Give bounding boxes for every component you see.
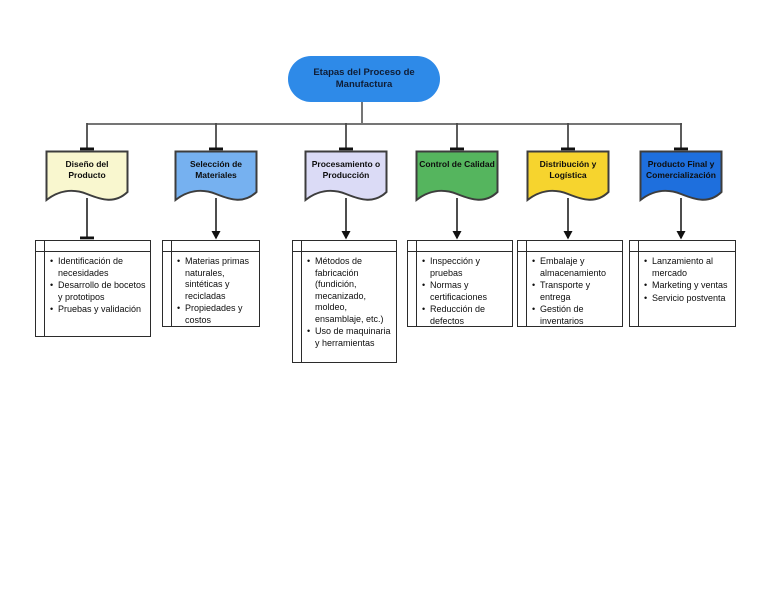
arrowhead-icon [341, 231, 351, 240]
root-node: Etapas del Proceso de Manufactura [288, 56, 440, 102]
connector-tick [80, 236, 94, 240]
box-left-divider [44, 241, 46, 336]
detail-box-producto-final-y-comercializacion: Lanzamiento al mercadoMarketing y ventas… [629, 240, 736, 327]
document-shape-icon [415, 150, 499, 203]
detail-item-list: Lanzamiento al mercadoMarketing y ventas… [630, 241, 735, 309]
arrowhead-icon [676, 231, 686, 240]
arrowhead-icon [563, 231, 573, 240]
box-left-divider [638, 241, 640, 326]
detail-item: Embalaje y almacenamiento [532, 256, 619, 279]
root-node-label: Etapas del Proceso de Manufactura [313, 67, 415, 90]
detail-item: Identificación de necesidades [50, 256, 147, 279]
stage-node-label: Diseño del Producto [65, 159, 109, 180]
detail-item: Materias primas naturales, sintéticas y … [177, 256, 256, 302]
detail-item: Desarrollo de bocetos y prototipos [50, 280, 147, 303]
detail-item-list: Materias primas naturales, sintéticas y … [163, 241, 259, 331]
detail-item: Reducción de defectos [422, 304, 509, 327]
detail-item: Marketing y ventas [644, 280, 732, 292]
connector-tick [339, 147, 353, 151]
stage-node-label: Distribución y Logística [539, 159, 597, 180]
document-shape-icon [639, 150, 723, 203]
box-top-divider [518, 251, 622, 253]
detail-item: Lanzamiento al mercado [644, 256, 732, 279]
stage-node-control-de-calidad: Control de Calidad [415, 150, 499, 206]
detail-item: Propiedades y costos [177, 303, 256, 326]
document-shape-icon [45, 150, 129, 203]
connector-tick [674, 147, 688, 151]
stage-node-seleccion-de-materiales: Selección de Materiales [174, 150, 258, 206]
detail-box-procesamiento-o-produccion: Métodos de fabricación (fundición, mecan… [292, 240, 397, 363]
detail-item-list: Inspección y pruebasNormas y certificaci… [408, 241, 512, 332]
detail-item-list: Embalaje y almacenamientoTransporte y en… [518, 241, 622, 332]
stage-node-distribucion-y-logistica: Distribución y Logística [526, 150, 610, 206]
detail-item: Uso de maquinaria y herramientas [307, 326, 393, 349]
document-shape-icon [174, 150, 258, 203]
detail-item: Gestión de inventarios [532, 304, 619, 327]
detail-box-seleccion-de-materiales: Materias primas naturales, sintéticas y … [162, 240, 260, 327]
box-top-divider [163, 251, 259, 253]
connector-tick [561, 147, 575, 151]
stage-node-label: Producto Final y Comercialización [646, 159, 716, 180]
detail-item-list: Métodos de fabricación (fundición, mecan… [293, 241, 396, 354]
stage-node-label: Control de Calidad [419, 159, 495, 169]
connector-tick [450, 147, 464, 151]
box-top-divider [408, 251, 512, 253]
box-top-divider [36, 251, 150, 253]
box-left-divider [301, 241, 303, 362]
box-top-divider [293, 251, 396, 253]
detail-item: Normas y certificaciones [422, 280, 509, 303]
connector-tick [209, 147, 223, 151]
box-top-divider [630, 251, 735, 253]
stage-node-label: Procesamiento o Producción [311, 159, 381, 180]
detail-item: Transporte y entrega [532, 280, 619, 303]
arrowhead-icon [452, 231, 462, 240]
detail-item: Servicio postventa [644, 293, 732, 305]
arrowhead-icon [211, 231, 221, 240]
stage-node-label: Selección de Materiales [190, 159, 242, 180]
detail-box-distribucion-y-logistica: Embalaje y almacenamientoTransporte y en… [517, 240, 623, 327]
detail-item: Pruebas y validación [50, 304, 147, 316]
detail-item: Inspección y pruebas [422, 256, 509, 279]
detail-box-control-de-calidad: Inspección y pruebasNormas y certificaci… [407, 240, 513, 327]
detail-item-list: Identificación de necesidadesDesarrollo … [36, 241, 150, 321]
connector-tick [80, 147, 94, 151]
detail-box-diseno-del-producto: Identificación de necesidadesDesarrollo … [35, 240, 151, 337]
box-left-divider [526, 241, 528, 326]
document-shape-icon [526, 150, 610, 203]
document-shape-icon [304, 150, 388, 203]
stage-node-procesamiento-o-produccion: Procesamiento o Producción [304, 150, 388, 206]
box-left-divider [171, 241, 173, 326]
detail-item: Métodos de fabricación (fundición, mecan… [307, 256, 393, 325]
stage-node-producto-final-y-comercializacion: Producto Final y Comercialización [639, 150, 723, 206]
stage-node-diseno-del-producto: Diseño del Producto [45, 150, 129, 206]
box-left-divider [416, 241, 418, 326]
